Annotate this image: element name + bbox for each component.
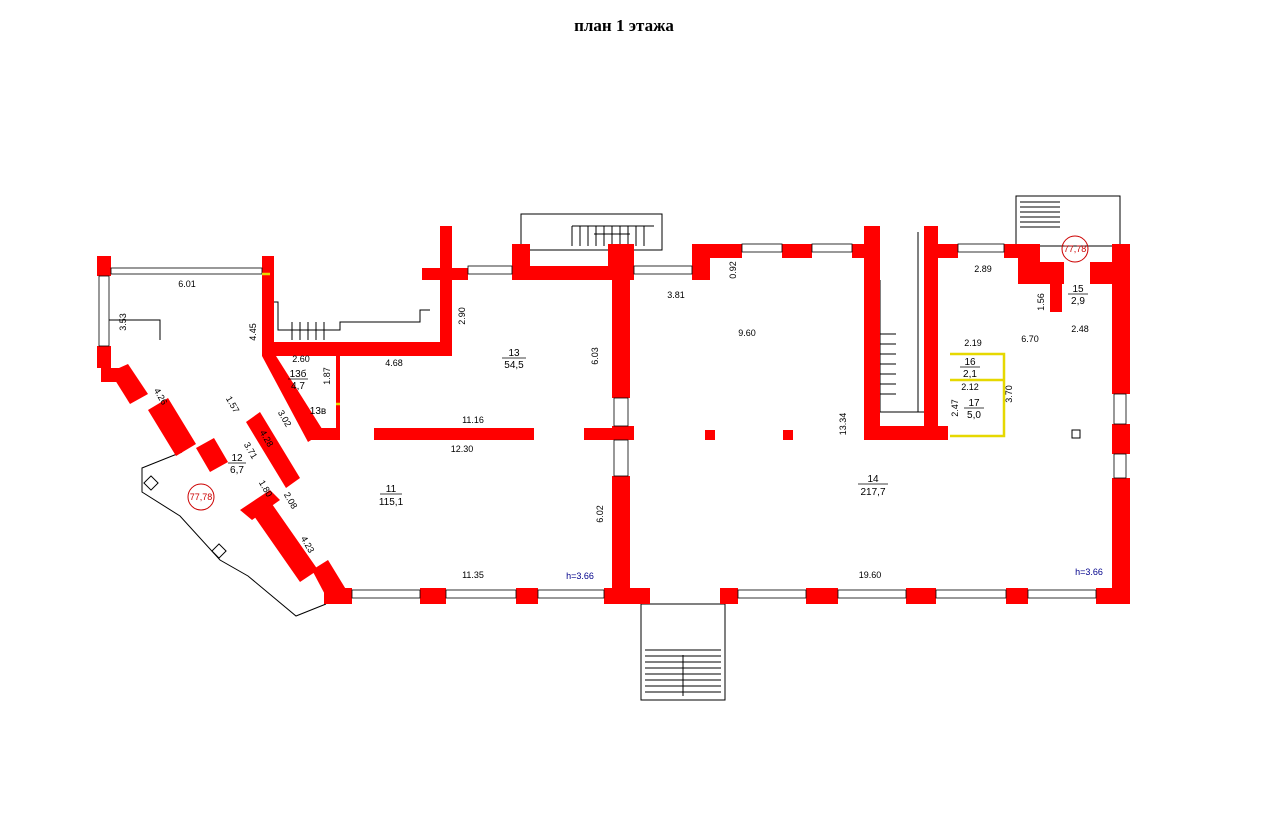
plan-title: план 1 этажа (574, 16, 674, 35)
stair-porch-top-right (1015, 195, 1121, 247)
room-14-number: 14 (867, 474, 879, 485)
room-labels: 11 115,1 12 6,7 13 54,5 13б 4,7 13в 14 2… (228, 284, 1088, 508)
dim-2-12: 2.12 (961, 382, 979, 392)
windows (98, 243, 1127, 599)
bay-outline-left (141, 451, 327, 617)
dim-9-60: 9.60 (738, 328, 756, 338)
dim-2-90: 2.90 (457, 307, 467, 325)
dim-11-35: 11.35 (462, 570, 484, 580)
dim-2-89: 2.89 (974, 264, 992, 274)
dim-19-60: 19.60 (859, 570, 882, 580)
dim-2-48: 2.48 (1071, 324, 1089, 334)
room-13b-area: 4,7 (291, 381, 305, 392)
room-13-area: 54,5 (504, 360, 524, 371)
room-13b-number: 13б (290, 368, 307, 380)
dim-13-34: 13.34 (838, 413, 848, 436)
dim-2-60: 2.60 (292, 354, 310, 364)
dim-1-56: 1.56 (1036, 293, 1046, 311)
stair-inner-left (108, 301, 430, 340)
stair-porch-top-middle (520, 213, 663, 251)
room-16-area: 2,1 (963, 369, 977, 380)
room-17-number: 17 (968, 398, 980, 409)
dim-3-53: 3.53 (118, 313, 128, 331)
dim-0-92: 0.92 (728, 261, 738, 279)
dim-2-19: 2.19 (964, 338, 982, 348)
room-17-area: 5,0 (967, 410, 981, 421)
room-12-area: 6,7 (230, 465, 244, 476)
height-mark-right: h=3.66 (1075, 567, 1103, 577)
level-mark-left: 77,78 (190, 492, 213, 502)
partitions (262, 272, 1081, 439)
dim-1-57: 1.57 (224, 394, 241, 414)
room-16-number: 16 (964, 357, 976, 368)
room-12-number: 12 (231, 453, 243, 464)
room-11-number: 11 (386, 484, 397, 495)
level-mark-right: 77,78 (1064, 244, 1087, 254)
room-13-number: 13 (508, 348, 520, 359)
dim-2-08: 2.08 (282, 490, 299, 510)
dim-2-47: 2.47 (950, 399, 960, 417)
dim-1-87: 1.87 (322, 367, 332, 385)
dim-3-81: 3.81 (667, 290, 685, 300)
dim-3-02: 3.02 (276, 408, 293, 428)
room-14-area: 217,7 (860, 487, 885, 498)
room-11-area: 115,1 (379, 497, 404, 508)
room-15-number: 15 (1072, 284, 1084, 295)
dim-6-70: 6.70 (1021, 334, 1039, 344)
dim-4-68: 4.68 (385, 358, 403, 368)
dim-3-71: 3.71 (242, 440, 259, 460)
dim-11-16: 11.16 (462, 415, 484, 425)
dim-12-30: 12.30 (451, 444, 474, 454)
dim-3-70: 3.70 (1004, 385, 1014, 403)
walls (97, 226, 1130, 604)
stair-porch-bottom (640, 603, 726, 701)
dim-6-03: 6.03 (590, 347, 600, 365)
room-13v-number: 13в (310, 406, 326, 417)
dim-6-01: 6.01 (178, 279, 196, 289)
dim-4-45: 4.45 (248, 323, 258, 341)
height-mark-left: h=3.66 (566, 571, 594, 581)
dim-6-02: 6.02 (595, 505, 605, 523)
room-15-area: 2,9 (1071, 296, 1085, 307)
